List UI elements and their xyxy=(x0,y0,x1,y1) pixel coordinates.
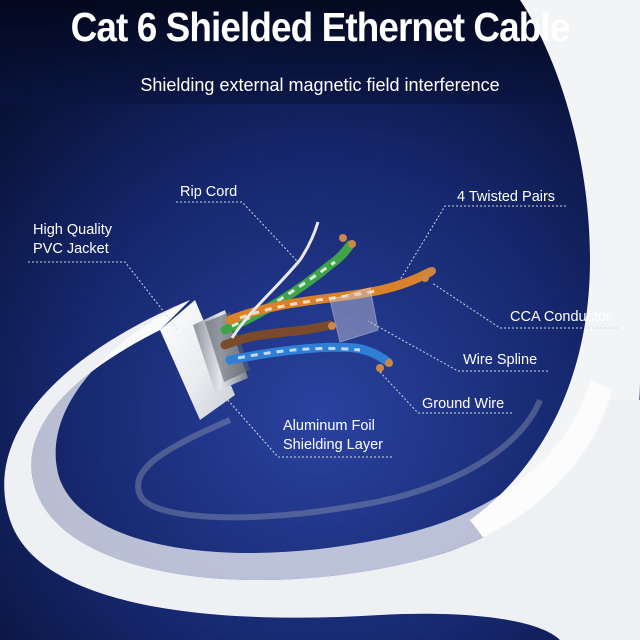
leader-ground-wire xyxy=(379,371,512,414)
leader-cca-conductor xyxy=(431,282,618,329)
page-title: Cat 6 Shielded Ethernet Cable xyxy=(70,4,571,50)
leader-rip-cord xyxy=(176,201,299,263)
leader-wire-spline xyxy=(367,320,548,372)
leader-pvc-jacket xyxy=(28,261,179,331)
label-rip-cord-text: Rip Cord xyxy=(180,184,238,200)
label-twisted-pairs: 4 Twisted Pairs xyxy=(457,188,555,207)
page-subtitle: Shielding external magnetic field interf… xyxy=(140,75,500,95)
label-pvc-jacket: High Quality PVC Jacket xyxy=(33,221,112,259)
label-twisted-pairs-text: 4 Twisted Pairs xyxy=(457,189,556,205)
label-rip-cord: Rip Cord xyxy=(180,183,237,202)
label-ground-wire-text: Ground Wire xyxy=(422,396,505,412)
label-pvc-jacket-line1: High Quality xyxy=(33,222,112,238)
leader-lines xyxy=(28,201,618,458)
label-cca-conductor: CCA Conductor xyxy=(510,308,611,327)
label-wire-spline-text: Wire Spline xyxy=(463,352,538,368)
label-foil-line2: Shielding Layer xyxy=(283,437,383,453)
rip-cord xyxy=(230,221,320,339)
leader-twisted-pairs xyxy=(399,205,566,281)
wire-brown xyxy=(220,320,335,350)
label-wire-spline: Wire Spline xyxy=(463,351,537,370)
label-cca-conductor-text: CCA Conductor xyxy=(510,309,611,325)
twisted-pairs xyxy=(220,221,436,372)
copper-tip xyxy=(348,240,356,248)
label-ground-wire: Ground Wire xyxy=(422,395,504,414)
leader-foil xyxy=(225,397,392,458)
label-foil: Aluminum Foil Shielding Layer xyxy=(283,417,383,455)
wire-spline xyxy=(329,287,379,343)
label-pvc-jacket-line2: PVC Jacket xyxy=(33,241,109,257)
label-foil-line1: Aluminum Foil xyxy=(283,418,375,434)
